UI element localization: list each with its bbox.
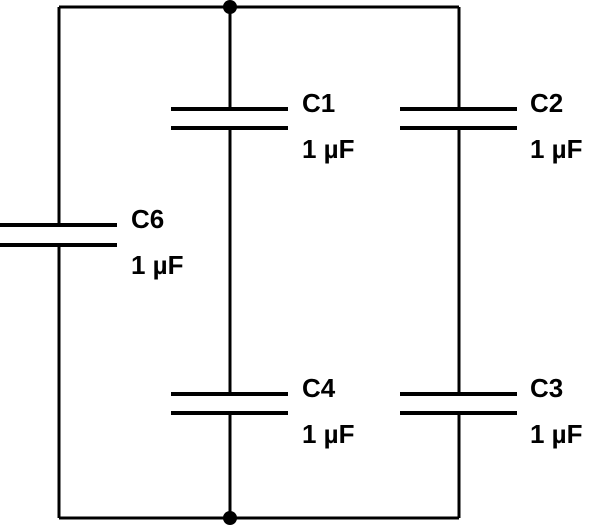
capacitor-c2-value: 1 µF [530,134,583,164]
capacitor-c3-name: C3 [530,373,563,403]
wires [57,5,461,520]
capacitor-c2-name: C2 [530,88,563,118]
capacitor-c3-value: 1 µF [530,419,583,449]
capacitor-c4-value: 1 µF [302,419,355,449]
capacitor-c4: C4 1 µF [171,373,355,449]
capacitor-c1-value: 1 µF [302,134,355,164]
capacitor-c1: C1 1 µF [171,88,355,164]
capacitor-c1-name: C1 [302,88,335,118]
capacitor-c6: C6 1 µF [0,204,184,280]
bottom-junction-node [223,511,237,525]
capacitor-c4-name: C4 [302,373,336,403]
capacitor-c6-value: 1 µF [131,250,184,280]
capacitor-c3: C3 1 µF [400,373,583,449]
capacitor-c2: C2 1 µF [400,88,583,164]
capacitor-c6-name: C6 [131,204,164,234]
top-junction-node [223,0,237,14]
